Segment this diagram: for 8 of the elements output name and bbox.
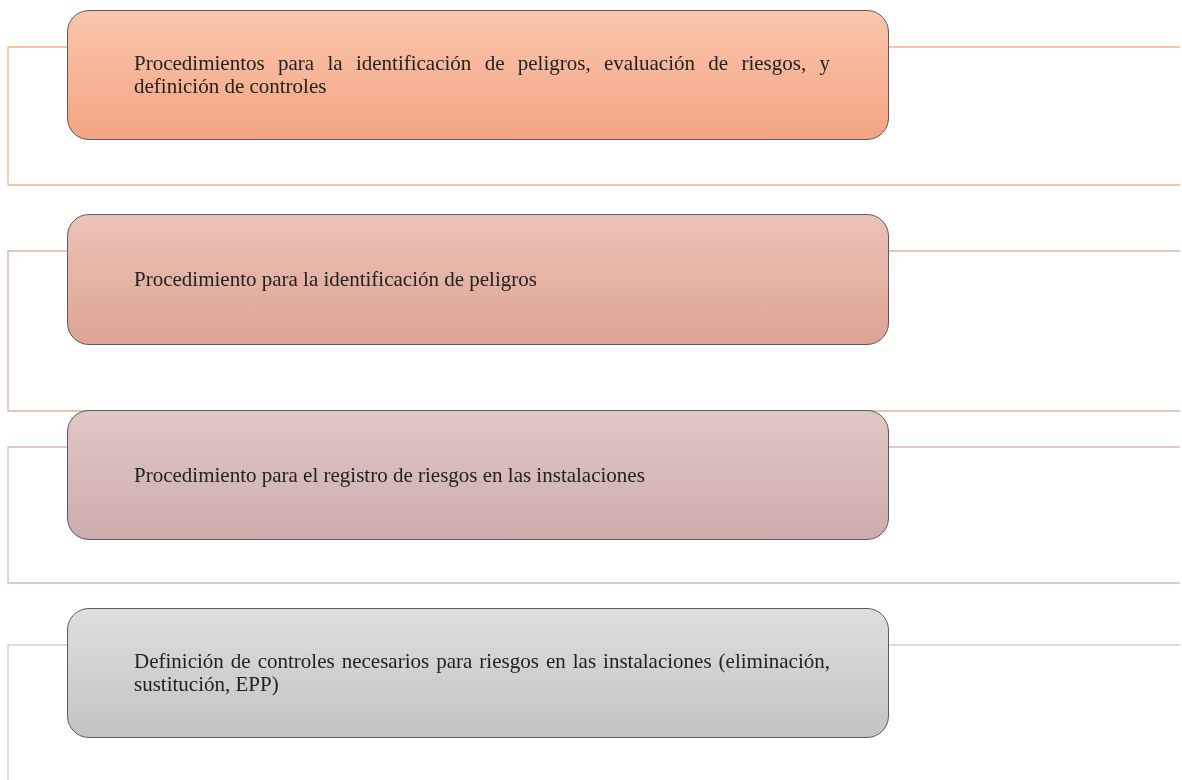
process-box [67,608,889,738]
process-box [67,410,889,540]
process-box [67,10,889,140]
box-text: Procedimiento para la identificación de peligros [134,268,538,291]
process-box [67,214,889,345]
box-text: Procedimientos para la identificación de peligros, evaluación de riesgos, y definición de controles [134,52,830,98]
box-text: Procedimiento para el registro de riesgos en las instalaciones [134,463,646,487]
box-text: Definición de controles necesarios para riesgos en las instalaciones (eliminación, sustitución, EPP) [134,650,830,696]
